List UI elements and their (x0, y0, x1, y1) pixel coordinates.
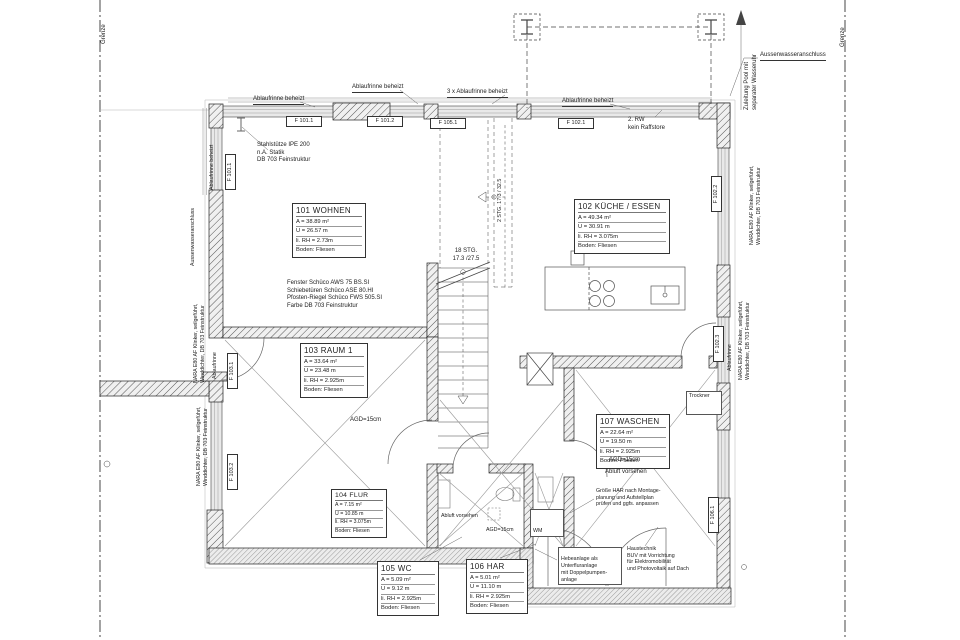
room-107-floor: Boden: Fliesen (600, 458, 639, 465)
insulated-base-walls (208, 547, 732, 605)
room-107-area: A = 22.64 m² (600, 429, 666, 439)
room-106-height: li. RH = 2.925m (470, 593, 524, 603)
annotation-fassade-right-lower: NARA E80 AF Klinker, seilgeführt, Winddi… (738, 300, 751, 381)
window-label-f101-2: F 101.2 (367, 116, 403, 127)
room-102-perimeter: U = 30.91 m (578, 223, 666, 233)
room-103-height: li. RH = 2.925m (304, 377, 364, 387)
annotation-ablaufrinne-1: Ablaufrinne beheizt (253, 96, 305, 105)
room-106-floor: Boden: Fliesen (470, 603, 509, 610)
trockner-box: Trockner (686, 391, 722, 415)
room-107-name: 107 WASCHEN (600, 417, 666, 428)
room-107-height: li. RH = 2.925m (600, 448, 666, 458)
annotation-fassade-left-lower: NARA E80 AF Klinker, seilgeführt, Winddi… (196, 406, 209, 487)
annotation-fenster-spec: Fenster Schüco AWS 75 BS.SI Schiebetüren… (287, 280, 383, 309)
room-105-height: li. RH = 2.925m (381, 595, 435, 605)
kitchen-island (544, 250, 686, 311)
annotation-stahlstuetze: Stahlstütze IPE 200 n.A. Statik DB 703 F… (257, 142, 311, 163)
room-106-area: A = 5.01 m² (470, 574, 524, 584)
hebeanlage-box: Hebeanlage als Unterfluranlage mit Doppe… (558, 547, 622, 586)
annotation-rw: 2. RW kein Raffstore (628, 117, 665, 131)
room-101-perimeter: U = 26.57 m (296, 227, 362, 237)
room-104-name: 104 FLUR (335, 492, 383, 501)
annotation-ablaufrinne-3: Ablaufrinne beheizt (562, 98, 614, 107)
window-label-f102-1: F 102.1 (558, 118, 594, 129)
room-102-name: 102 KÜCHE / ESSEN (578, 202, 666, 213)
annotation-ablaufrinne-3x: 3 x Ablaufrinne beheizt (447, 89, 508, 98)
wm-box: WM (530, 509, 564, 537)
annotation-agd-103: AGD=15cm (350, 417, 382, 423)
annotation-ablaufrinne-left: Ablaufrinne (212, 352, 218, 379)
room-info-107: 107 WASCHEN A = 22.64 m² U = 19.50 m li.… (596, 414, 670, 469)
stairs (435, 118, 513, 449)
annotation-haustechnik: Haustechnik BUV mit Vorrichtung für Elek… (627, 546, 689, 572)
hebeanlage-label: Hebeanlage als Unterfluranlage mit Doppe… (561, 555, 608, 583)
boundary-label-right: Grenze (840, 27, 846, 47)
room-102-floor: Boden: Fliesen (578, 243, 617, 250)
room-info-105: 105 WC A = 5.09 m² U = 9.12 m li. RH = 2… (377, 561, 439, 616)
annotation-har-note: Größe HAR nach Montage- planung und Aufs… (596, 488, 661, 508)
walls (99, 102, 731, 604)
annotation-aussenwasser-top: Aussenwasseranschluss (760, 52, 826, 61)
annotation-zuleitung-pool: Zuleitung Pool mit separater Wasseruhr (744, 54, 758, 110)
trockner-label: Trockner (689, 393, 710, 399)
room-106-perimeter: U = 11.10 m (470, 583, 524, 593)
room-102-area: A = 49.34 m² (578, 214, 666, 224)
stairs-run-label: 18 STG. 17.3 /27.5 (452, 248, 480, 262)
room-101-name: 101 WOHNEN (296, 206, 362, 217)
room-info-103: 103 RAUM 1 A = 33.64 m² U = 23.48 m li. … (300, 343, 368, 398)
window-label-f102-3: F 102.3 (713, 326, 724, 362)
annotation-agd-107: AGD=15cm (609, 457, 641, 463)
window-label-f102-2: F 102.2 (711, 176, 722, 212)
shaft (526, 352, 554, 386)
room-103-name: 103 RAUM 1 (304, 346, 364, 357)
room-101-area: A = 38.89 m² (296, 218, 362, 228)
room-102-height: li. RH = 3.075m (578, 233, 666, 243)
room-101-height: li. RH = 2.73m (296, 237, 362, 247)
room-105-name: 105 WC (381, 564, 435, 575)
boundary-label-left: Grenze (101, 24, 107, 44)
room-107-perimeter: U = 19.50 m (600, 438, 666, 448)
canopy (513, 13, 725, 108)
annotation-fassade-right-upper: NARA E80 AF Klinker, seilgeführt, Winddi… (749, 165, 762, 246)
annotation-ablaufrinne-left-wall: Ablaufrinne beheizt (209, 144, 215, 190)
glazing (209, 105, 731, 604)
annotation-abluft-wc: Abluft vorsehen (441, 513, 478, 519)
window-label-f103-1: F 103.1 (227, 353, 238, 389)
room-103-floor: Boden: Fliesen (304, 387, 343, 394)
room-105-area: A = 5.09 m² (381, 576, 435, 586)
annotation-aussenwasser-left: Aussenwasseranschluss (190, 208, 196, 266)
room-101-floor: Boden: Fliesen (296, 247, 335, 254)
annotation-fassade-left-upper: NARA E80 AF Klinker, seilgeführt, Winddi… (193, 303, 206, 384)
leader-lines (103, 10, 758, 570)
site-lines (100, 99, 736, 608)
room-105-floor: Boden: Fliesen (381, 605, 420, 612)
room-104-floor: Boden: Fliesen (335, 527, 370, 534)
room-104-perimeter: U = 10.85 m (335, 511, 383, 520)
room-info-101: 101 WOHNEN A = 38.89 m² U = 26.57 m li. … (292, 203, 366, 258)
room-103-perimeter: U = 23.48 m (304, 367, 364, 377)
annotation-agd-wc: AGD=15cm (486, 527, 514, 533)
room-106-name: 106 HAR (470, 562, 524, 573)
room-103-area: A = 33.64 m² (304, 358, 364, 368)
room-104-height: li. RH = 3.075m (335, 519, 383, 528)
annotation-ablaufrinne-right: Ablaufrinne (727, 344, 733, 371)
window-label-f101-1: F 101.1 (286, 116, 322, 127)
room-info-106: 106 HAR A = 5.01 m² U = 11.10 m li. RH =… (466, 559, 528, 614)
window-label-f101-1-side: F 101.1 (225, 154, 236, 190)
window-label-f105-1: F 105.1 (430, 118, 466, 129)
room-105-perimeter: U = 9.12 m (381, 585, 435, 595)
annotation-abluft-107: Abluft vorsehen (605, 469, 647, 475)
window-label-f106-1: F 106.1 (708, 497, 719, 533)
stairs-upper-run-label: 2 STG. 17.3 / 32.5 (497, 178, 503, 222)
window-label-f103-2: F 103.2 (227, 454, 238, 490)
room-info-102: 102 KÜCHE / ESSEN A = 49.34 m² U = 30.91… (574, 199, 670, 254)
boundary-lines (99, 0, 846, 640)
annotation-ablaufrinne-2: Ablaufrinne beheizt (352, 84, 404, 93)
room-info-104: 104 FLUR A = 7.15 m² U = 10.85 m li. RH … (331, 489, 387, 539)
drainage-channels (202, 97, 712, 195)
wm-label: WM (533, 528, 543, 535)
room-104-area: A = 7.15 m² (335, 502, 383, 511)
